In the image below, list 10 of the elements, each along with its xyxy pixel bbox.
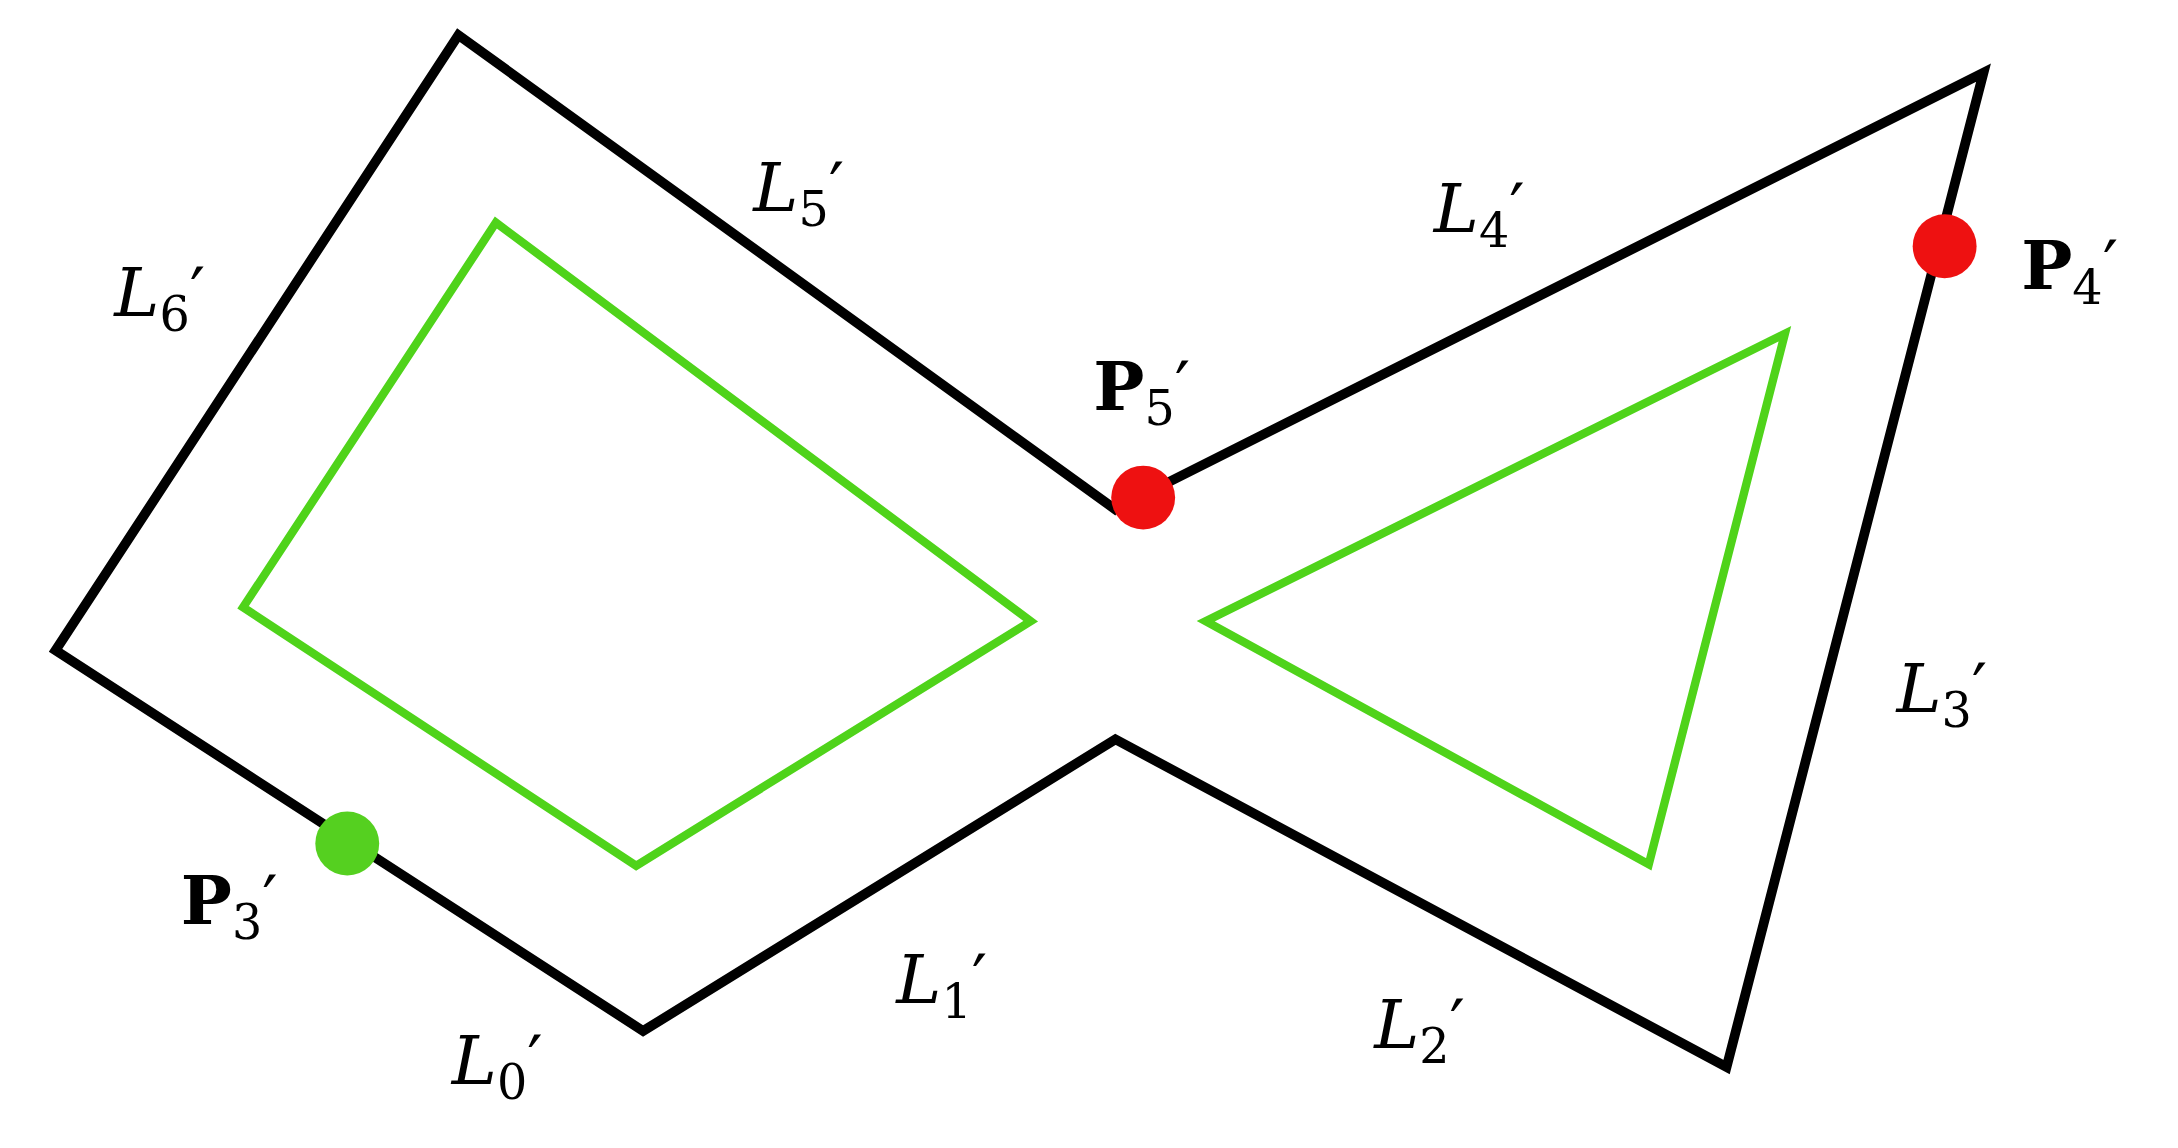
- point-label: P$_{5}$′: [1093, 351, 1191, 432]
- point-label: L$_{0}$′: [451, 1027, 543, 1107]
- point-label: L$_{3}$′: [1896, 654, 1988, 735]
- point-label: P$_{3}$′: [180, 865, 278, 946]
- point-label: L$_{1}$′: [896, 946, 988, 1026]
- point-label: L$_{5}$′: [753, 154, 845, 235]
- point-label: L$_{4}$′: [1433, 175, 1525, 255]
- point-label: L$_{2}$′: [1374, 991, 1465, 1071]
- point-label: L$_{6}$′: [114, 259, 206, 339]
- point-label: P$_{4}$′: [2021, 230, 2119, 311]
